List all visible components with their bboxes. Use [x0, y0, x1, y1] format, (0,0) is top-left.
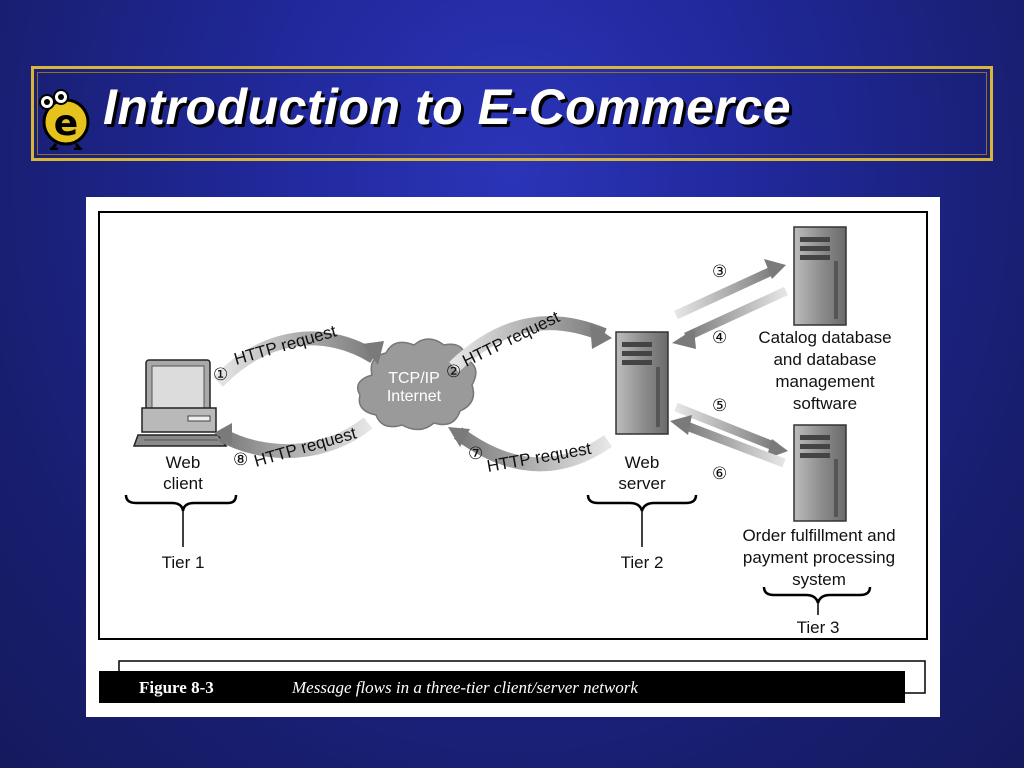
flow-label-8: HTTP request	[252, 423, 359, 470]
figure-frame	[98, 211, 928, 640]
flow-step-2: ②	[446, 362, 461, 382]
flow-step-6: ⑥	[712, 464, 727, 484]
flow-step-8: ⑧	[233, 450, 248, 470]
flow-step-1: ①	[213, 365, 228, 385]
tier2-label: Tier 2	[621, 553, 664, 572]
caption-bar	[99, 671, 905, 703]
flow-arrow-3	[674, 264, 778, 320]
title-frame	[31, 66, 993, 161]
flow-step-3: ③	[712, 262, 727, 282]
flow-step-4: ④	[712, 328, 727, 348]
flow-label-2: HTTP request	[459, 307, 562, 370]
flow-step-7: ⑦	[468, 444, 483, 464]
tier2-brace	[586, 494, 698, 512]
flow-arrow-2	[449, 316, 607, 373]
tier1-label: Tier 1	[162, 553, 205, 572]
flow-arrow-1	[212, 331, 378, 387]
flow-arrow-6	[682, 420, 786, 468]
caption-figure-number: Figure 8-3	[139, 678, 214, 697]
catalog-database-server-icon	[793, 226, 847, 326]
caption-text: Message flows in a three-tier client/ser…	[291, 678, 638, 697]
slide-title: Introduction to E-Commerce	[103, 79, 792, 135]
flow-arrow-7	[453, 427, 612, 472]
tier1-brace	[124, 494, 238, 512]
web-server-icon	[615, 331, 669, 435]
flow-arrow-4	[684, 286, 788, 342]
flow-arrow-8	[218, 417, 373, 459]
e-mascot-icon: e	[39, 89, 90, 150]
tier3-label: Tier 3	[797, 618, 840, 637]
internet-cloud-icon	[357, 338, 477, 431]
web-client-computer-icon	[132, 359, 228, 447]
flow-arrow-5	[674, 402, 778, 452]
svg-text:e: e	[54, 103, 78, 144]
order-fulfillment-server-icon	[793, 424, 847, 522]
flow-step-5: ⑤	[712, 396, 727, 416]
tier3-brace	[762, 586, 872, 604]
